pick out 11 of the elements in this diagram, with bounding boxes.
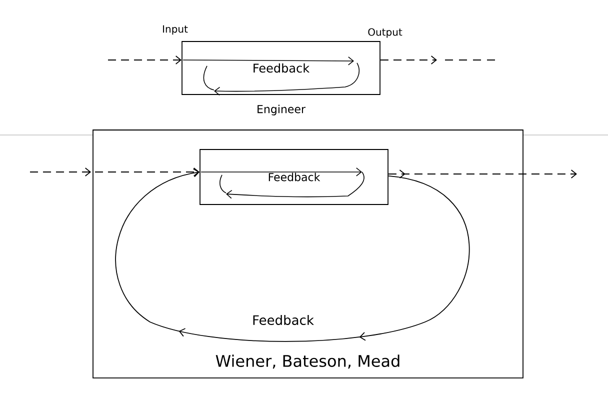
process-box: Feedback	[200, 149, 388, 205]
arrow	[115, 168, 470, 342]
port-label: Output	[368, 28, 402, 38]
process-box: Feedback Engineer	[182, 41, 380, 116]
arrow	[388, 170, 577, 178]
arrow	[30, 168, 200, 176]
node-label: Engineer	[258, 104, 306, 116]
edge-label: Feedback	[251, 314, 315, 326]
port-label: Input	[163, 25, 188, 35]
arrow	[380, 56, 437, 64]
arrow	[108, 56, 182, 64]
